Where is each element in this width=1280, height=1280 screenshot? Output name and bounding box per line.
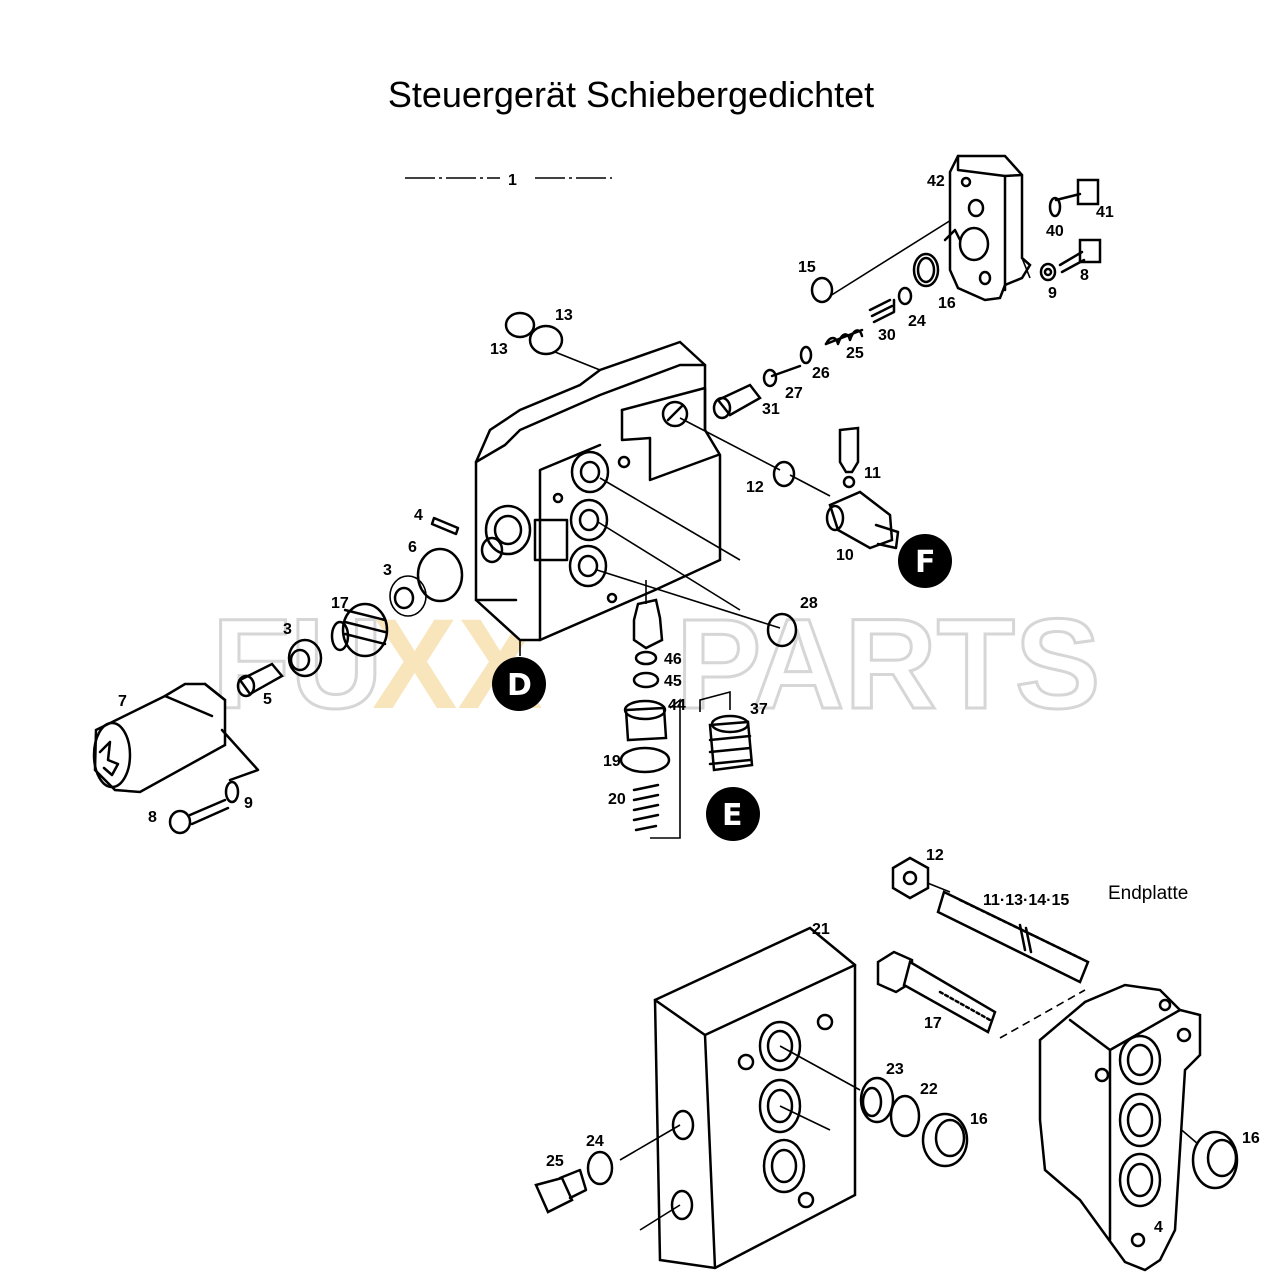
ring-28 [766, 612, 798, 648]
block-21 [653, 926, 857, 1270]
seal-23 [859, 1076, 895, 1124]
ring-24 [586, 1150, 614, 1186]
label-42: 42 [927, 173, 945, 190]
valve-10 [825, 490, 900, 550]
pin-4 [430, 516, 460, 536]
label-3-lower: 3 [283, 621, 292, 638]
plunger-stack-top [712, 252, 940, 420]
section-label-endplatte: Endplatte [1108, 883, 1189, 904]
ring-22 [889, 1094, 921, 1138]
label-24-lower: 24 [586, 1133, 604, 1150]
label-23: 23 [886, 1061, 904, 1078]
pin-5 [236, 662, 284, 698]
solenoid-cap-7 [92, 682, 260, 794]
svg-text:D: D [507, 668, 532, 703]
seal-3-lower [287, 638, 323, 678]
label-15: 15 [798, 259, 816, 276]
label-7: 7 [118, 693, 127, 710]
label-40: 40 [1046, 223, 1064, 240]
plug-16-right [1191, 1130, 1239, 1190]
label-4-lower: 4 [1154, 1219, 1163, 1236]
screw-8-bottom [168, 780, 240, 835]
label-9-bottom: 9 [244, 795, 253, 812]
seal-3-upper [389, 575, 427, 617]
upper-part-labels: 42 41 40 8 9 15 16 24 30 25 26 27 31 13 … [118, 173, 1114, 826]
label-28: 28 [800, 595, 818, 612]
plug-25 [534, 1168, 588, 1214]
label-16-right: 16 [1242, 1130, 1260, 1147]
label-37: 37 [750, 701, 768, 718]
valve-body [474, 340, 722, 642]
label-27: 27 [785, 385, 803, 402]
spring-37 [699, 690, 754, 772]
label-11: 11 [864, 465, 881, 482]
label-25-top: 25 [846, 345, 864, 362]
o-rings-13 [504, 311, 564, 356]
callout-D: D [492, 657, 546, 711]
label-9-top: 9 [1048, 285, 1057, 302]
label-21: 21 [812, 921, 830, 938]
callout-F: F [898, 534, 952, 588]
label-26: 26 [812, 365, 830, 382]
lower-part-labels: 12 11·13·14·15 21 17 23 22 16 16 24 25 4 [546, 847, 1260, 1236]
label-6: 6 [408, 539, 417, 556]
watermark-left: FU [212, 593, 383, 736]
label-24-top: 24 [908, 313, 926, 330]
tie-rod-11-15 [936, 890, 1090, 984]
screw-8-top [1039, 238, 1102, 282]
label-10: 10 [836, 547, 854, 564]
label-13-left: 13 [490, 341, 508, 358]
label-17-lower: 17 [924, 1015, 942, 1032]
label-41: 41 [1096, 204, 1114, 221]
label-22: 22 [920, 1081, 938, 1098]
label-30: 30 [878, 327, 896, 344]
label-11-13-14-15: 11·13·14·15 [983, 892, 1069, 909]
watermark-right: PARTS [676, 593, 1100, 736]
svg-text:E: E [722, 798, 743, 833]
label-16-middle: 16 [970, 1111, 988, 1128]
plug-16-middle [921, 1112, 969, 1168]
end-cover-42 [943, 154, 1032, 302]
label-46: 46 [664, 651, 682, 668]
label-1: 1 [508, 172, 517, 189]
ring-12 [772, 460, 796, 488]
o-ring-6 [416, 547, 464, 603]
nut-12 [891, 856, 930, 900]
label-19: 19 [603, 753, 621, 770]
label-5: 5 [263, 691, 272, 708]
valve-stack-center [619, 580, 681, 839]
pilot-11 [838, 426, 860, 489]
label-31: 31 [762, 401, 780, 418]
label-25-lower: 25 [546, 1153, 564, 1170]
page-title: Steuergerät Schiebergedichtet [387, 74, 875, 115]
svg-text:F: F [915, 545, 936, 580]
end-plate-4 [1038, 983, 1202, 1272]
screw-41 [1048, 178, 1100, 218]
assembly-header-line: 1 [405, 172, 612, 189]
label-3-upper: 3 [383, 562, 392, 579]
label-44: 44 [668, 697, 686, 714]
spring-17 [330, 602, 389, 658]
label-12-top: 12 [746, 479, 764, 496]
label-16-top: 16 [938, 295, 956, 312]
label-12-lower: 12 [926, 847, 944, 864]
label-17-upper: 17 [331, 595, 349, 612]
callout-E: E [706, 787, 760, 841]
assembly-guide-lines [519, 204, 976, 656]
label-4: 4 [414, 507, 423, 524]
label-8-top: 8 [1080, 267, 1089, 284]
label-45: 45 [664, 673, 682, 690]
label-8-bottom: 8 [148, 809, 157, 826]
bolt-17 [876, 950, 997, 1034]
label-20: 20 [608, 791, 626, 808]
label-13-right: 13 [555, 307, 573, 324]
